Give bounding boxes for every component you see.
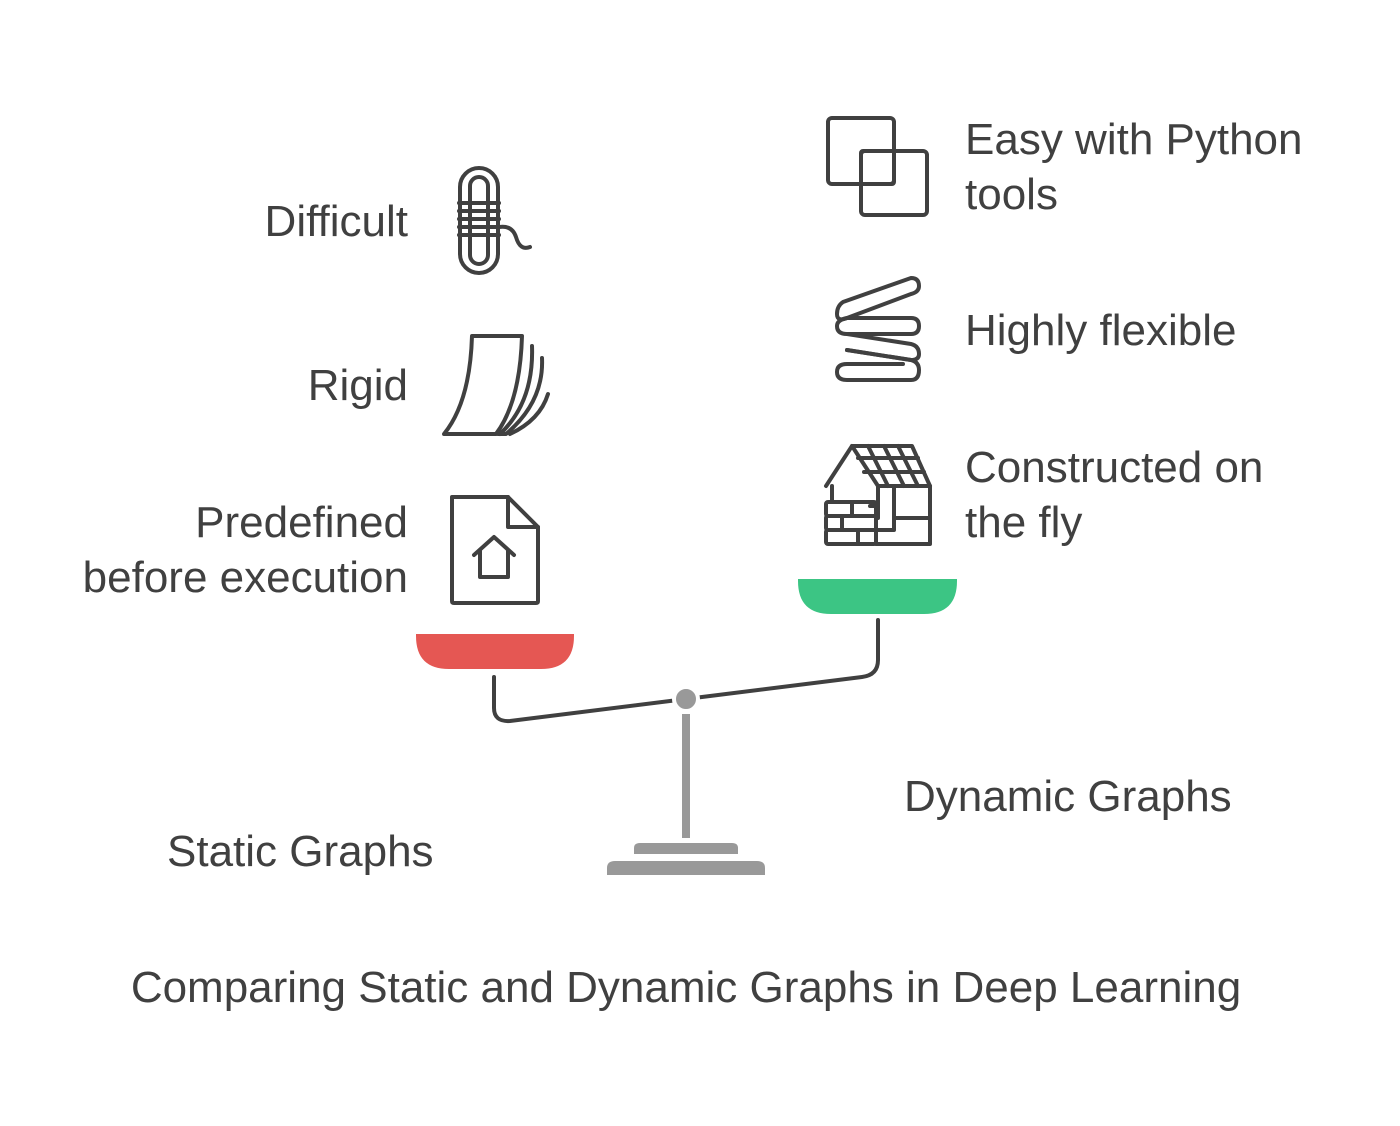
scale-base-top (634, 843, 738, 854)
dynamic-graphs-label: Dynamic Graphs (904, 772, 1232, 821)
diagram-title: Comparing Static and Dynamic Graphs in D… (130, 963, 1242, 1012)
scale-beam-left (492, 675, 688, 724)
paper-stack-icon (440, 332, 552, 438)
right-item-constructed-label: Constructed on the fly (965, 443, 1264, 547)
house-document-icon (448, 493, 544, 607)
left-item-difficult-label: Difficult (264, 197, 408, 246)
scale-pivot (672, 685, 700, 713)
scale-beam-right (684, 618, 880, 701)
overlapping-squares-icon (825, 115, 931, 219)
left-item-rigid-label: Rigid (307, 361, 408, 410)
spring-icon (833, 274, 923, 386)
scale-base-bottom (607, 861, 765, 875)
rope-icon (450, 165, 540, 277)
left-item-predefined-label: Predefined before execution (82, 498, 408, 602)
house-construction-icon (822, 442, 934, 550)
right-item-python-label: Easy with Python tools (965, 115, 1303, 219)
scale-pan-right (798, 579, 957, 614)
static-graphs-label: Static Graphs (167, 827, 434, 876)
scale-pan-left (416, 634, 574, 669)
scale-post (682, 714, 690, 838)
right-item-flexible-label: Highly flexible (965, 306, 1237, 355)
